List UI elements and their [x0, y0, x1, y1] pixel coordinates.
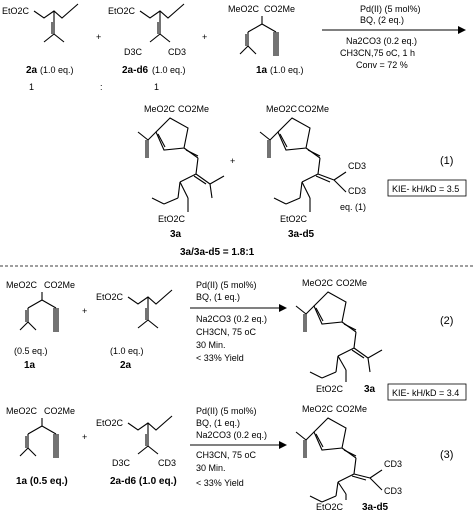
eq3-r2-label: 2a-d6 (1.0 eq.) [110, 476, 177, 487]
eq1-cond-1: Pd(II) (5 mol%) [360, 4, 421, 14]
eq1-kie: KIE- kH/kD = 3.5 [392, 184, 459, 194]
eq2-r1-right: CO2Me [44, 280, 75, 290]
eq1-r3-label: 1a [256, 65, 268, 76]
eq2-kie-box [387, 383, 467, 401]
eq1-r3-right: CO2Me [264, 4, 295, 14]
eq1-r3-left: MeO2C [228, 4, 260, 14]
eq3-p-cd3-b: CD3 [384, 486, 402, 496]
eq1-eq-inline: eq. (1) [340, 202, 366, 212]
eq3-r1-left: MeO2C [6, 406, 38, 416]
eq1-reactant-2a: EtO2C 2a (1.0 eq.) [2, 3, 79, 76]
eq1-plus-3: + [230, 156, 235, 166]
eq3-conditions: Pd(II) (5 mol%) BQ, (1 eq.) Na2CO3 (0.2 … [190, 406, 287, 488]
eq1-eq-number: (1) [440, 155, 453, 167]
eq1-r2-amount: (1.0 eq.) [152, 65, 186, 75]
eq2-p-right: CO2Me [336, 278, 367, 288]
eq1-r2-cd3-a: D3C [124, 47, 143, 57]
eq1-r2-group: EtO2C [108, 6, 136, 16]
eq3-p-ester: EtO2C [316, 502, 344, 512]
eq2-eq-number: (2) [440, 315, 453, 327]
eq2-r2-label: 2a [120, 360, 132, 371]
eq1-p2-cd3-a: CD3 [348, 161, 366, 171]
eq3-reactant-1a: MeO2C CO2Me 1a (0.5 eq.) [6, 406, 75, 487]
eq2-p-label: 3a [364, 384, 376, 395]
eq1-kie-box [387, 179, 467, 197]
eq3-p-label: 3a-d5 [362, 502, 389, 513]
eq2-cond-6: < 33% Yield [196, 353, 244, 363]
eq2-reactant-1a: MeO2C CO2Me (0.5 eq.) 1a [6, 280, 75, 371]
eq1-p2-cd3-b: CD3 [348, 186, 366, 196]
eq2-r2-group: EtO2C [96, 292, 124, 302]
eq1-cond-5: Conv = 72 % [356, 60, 408, 70]
eq3-r2-cd3-b: CD3 [158, 458, 176, 468]
eq3-r2-group: EtO2C [96, 418, 124, 428]
eq3-p-cd3-a: CD3 [384, 459, 402, 469]
eq1-cond-4: CH3CN,75 oC, 1 h [340, 48, 415, 58]
eq3-product-3a-d5: MeO2C CO2Me CD3 CD3 EtO2C 3a-d5 [295, 404, 402, 513]
eq1-p1-left: MeO2C [144, 104, 176, 114]
eq2-p-left: MeO2C [302, 278, 334, 288]
eq2-r2-amount: (1.0 eq.) [110, 346, 144, 356]
eq3-cond-5: 30 Min. [196, 463, 226, 473]
eq3-reactant-2a-d6: EtO2C D3C CD3 2a-d6 (1.0 eq.) [96, 415, 177, 487]
eq1-p1-label: 3a [170, 229, 182, 240]
eq1-p1-right: CO2Me [178, 104, 209, 114]
eq3-r1-label: 1a (0.5 eq.) [16, 476, 68, 487]
eq1-cond-2: BQ, (2 eq.) [360, 15, 404, 25]
eq1-p2-right: CO2Me [298, 104, 329, 114]
eq1-p2-ester: EtO2C [280, 214, 308, 224]
eq2-cond-4: CH3CN, 75 oC [196, 327, 257, 337]
eq2-reactant-2a: EtO2C (1.0 eq.) 2a [96, 289, 173, 371]
eq1-conditions: Pd(II) (5 mol%) BQ, (2 eq.) Na2CO3 (0.2 … [322, 4, 466, 70]
eq3-cond-3: Na2CO3 (0.2 eq.) [196, 430, 267, 440]
eq3-cond-2: BQ, (1 eq.) [196, 418, 240, 428]
eq3-cond-6: < 33% Yield [196, 478, 244, 488]
eq1-cond-3: Na2CO3 (0.2 eq.) [346, 36, 417, 46]
eq1-reactant-2a-d6: EtO2C D3C CD3 2a-d6 (1.0 eq.) [108, 3, 186, 76]
eq3-eq-number: (3) [440, 449, 453, 461]
eq2-plus: + [82, 306, 87, 316]
eq2-r1-amount: (0.5 eq.) [14, 346, 48, 356]
eq2-cond-2: BQ, (1 eq.) [196, 292, 240, 302]
eq1-plus-2: + [202, 32, 207, 42]
eq1-ratio-left: 1 [29, 82, 34, 92]
eq3-r2-cd3-a: D3C [112, 458, 131, 468]
eq3-cond-4: CH3CN, 75 oC [196, 450, 257, 460]
eq2-cond-3: Na2CO3 (0.2 eq.) [196, 314, 267, 324]
eq2-r1-label: 1a [24, 360, 36, 371]
eq1-p1-ester: EtO2C [158, 214, 186, 224]
eq2-cond-1: Pd(II) (5 mol%) [196, 280, 257, 290]
eq1-product-3a: MeO2C CO2Me EtO2C 3a [137, 104, 225, 240]
eq1-ratio-right: 1 [154, 82, 159, 92]
eq1-product-3a-d5: MeO2C CO2Me CD3 CD3 EtO2C 3a-d5 [259, 104, 366, 240]
eq2-p-ester: EtO2C [316, 384, 344, 394]
eq1-r1-label: 2a [26, 65, 38, 76]
eq3-p-left: MeO2C [302, 404, 334, 414]
eq2-r1-left: MeO2C [6, 280, 38, 290]
eq1-ratio-result: 3a/3a-d5 = 1.8:1 [180, 247, 255, 258]
eq1-r2-label: 2a-d6 [122, 65, 149, 76]
eq2-product-3a: MeO2C CO2Me EtO2C 3a [295, 278, 383, 395]
eq2-kie: KIE- kH/kD = 3.4 [392, 388, 459, 398]
eq1-r3-amount: (1.0 eq.) [270, 65, 304, 75]
eq3-plus: + [82, 432, 87, 442]
eq3-r1-right: CO2Me [44, 406, 75, 416]
eq2-cond-5: 30 Min. [196, 340, 226, 350]
eq1-p2-left: MeO2C [266, 104, 298, 114]
eq2-conditions: Pd(II) (5 mol%) BQ, (1 eq.) Na2CO3 (0.2 … [190, 280, 287, 363]
eq1-ratio-colon: : [100, 82, 103, 92]
eq1-plus-1: + [96, 32, 101, 42]
eq1-r2-cd3-b: CD3 [168, 47, 186, 57]
eq1-reactant-1a: MeO2C CO2Me 1a (1.0 eq.) [228, 4, 304, 76]
eq1-r1-group: EtO2C [2, 6, 30, 16]
eq3-cond-1: Pd(II) (5 mol%) [196, 406, 257, 416]
eq1-r1-amount: (1.0 eq.) [40, 65, 74, 75]
eq1-p2-label: 3a-d5 [288, 229, 315, 240]
eq3-p-right: CO2Me [336, 404, 367, 414]
